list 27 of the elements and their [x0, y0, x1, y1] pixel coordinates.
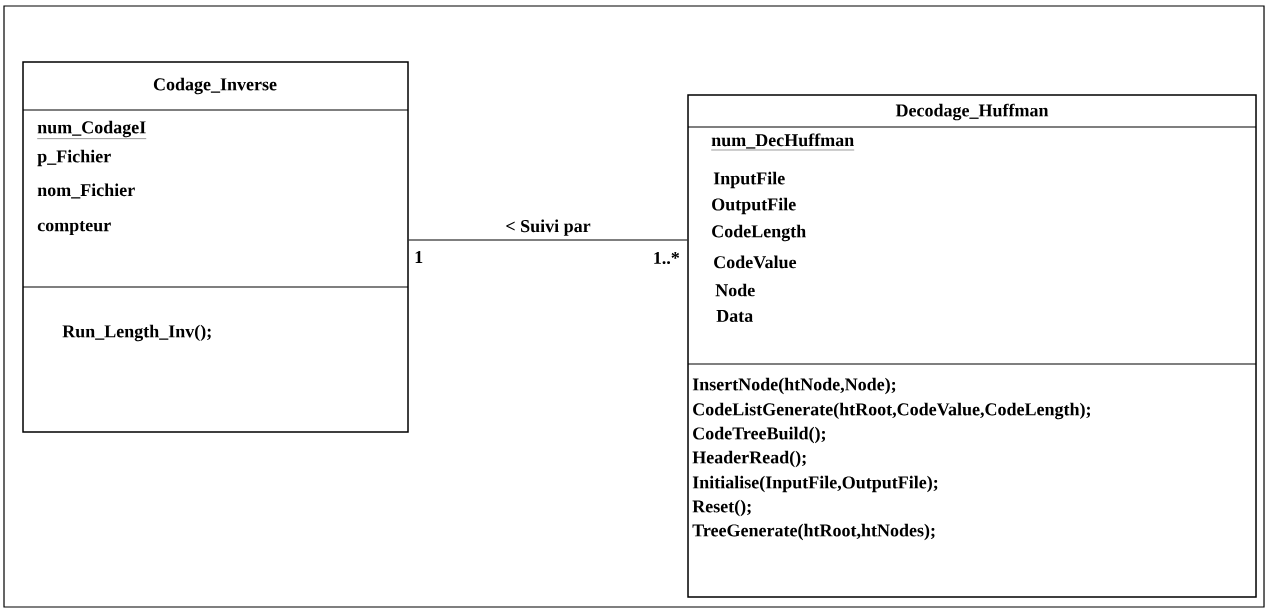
- multiplicity: 1: [415, 251, 423, 263]
- attribute-text: compteur: [37, 221, 111, 235]
- method-text: Reset();: [692, 499, 751, 517]
- attribute-text: nom_Fichier: [37, 183, 135, 199]
- attribute-text: Node: [715, 283, 755, 297]
- method-text: Initialise(InputFile,OutputFile);: [692, 475, 938, 493]
- edge-label: < Suivi par: [504, 218, 592, 237]
- attribute-text: Data: [716, 310, 753, 322]
- attribute-text: p_Fichier: [37, 149, 111, 167]
- attribute-text: CodeLength: [712, 224, 806, 242]
- attribute-text: OutputFile: [712, 197, 796, 215]
- attribute-text: InputFile: [713, 171, 785, 189]
- class-box: [22, 61, 409, 433]
- class-name: Decodage_Huffman: [895, 103, 1049, 121]
- association-line: [408, 239, 688, 241]
- method-text: TreeGenerate(htRoot,htNodes);: [692, 523, 935, 541]
- method-text: CodeTreeBuild();: [693, 426, 826, 444]
- method-text: HeaderRead();: [692, 450, 806, 468]
- attribute-text: CodeValue: [714, 255, 797, 269]
- class-box: [687, 94, 1257, 598]
- key-attribute: num_DecHuffman: [711, 133, 855, 151]
- method-text: InsertNode(htNode,Node);: [692, 377, 896, 395]
- class-name: Codage_Inverse: [153, 77, 277, 95]
- key-attribute: num_CodageI: [37, 120, 147, 139]
- method-text: Run_Length_Inv();: [62, 324, 211, 342]
- method-text: CodeListGenerate(htRoot,CodeValue,CodeLength);: [693, 402, 1091, 420]
- multiplicity: 1..*: [654, 251, 680, 265]
